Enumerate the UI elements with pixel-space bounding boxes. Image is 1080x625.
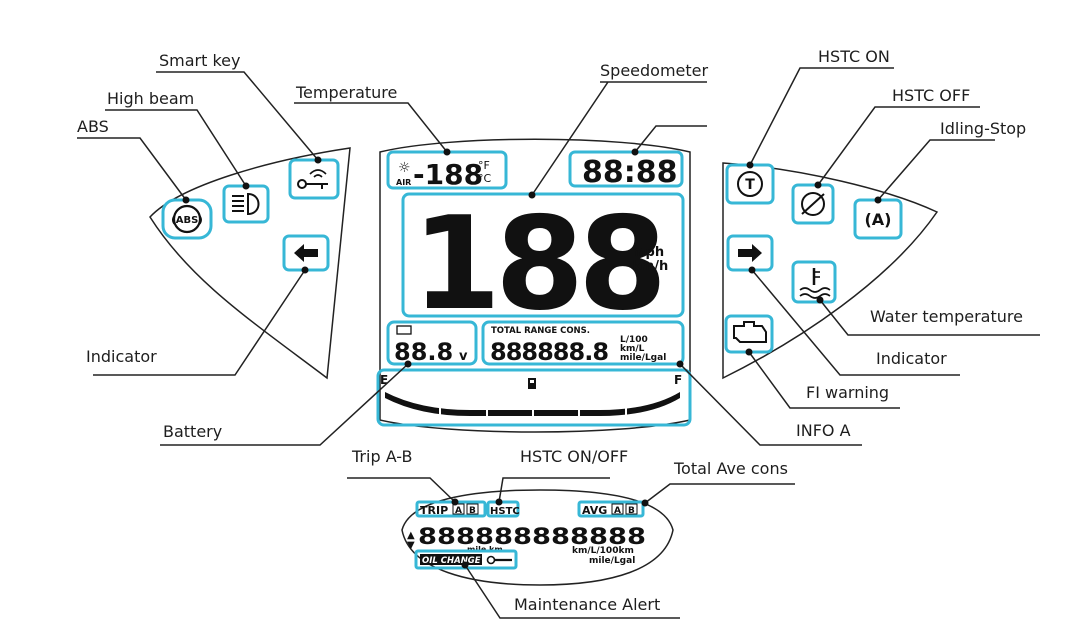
- label-trip-ab: Trip A-B: [351, 447, 412, 466]
- avg-b: B: [628, 506, 635, 516]
- smart-key-icon: [288, 158, 340, 200]
- label-high-beam: High beam: [107, 89, 194, 108]
- trip-a-box: [452, 503, 465, 515]
- idling-stop-icon: (A): [853, 198, 903, 240]
- leader-lines: [77, 67, 1040, 619]
- fuel-box: [376, 368, 692, 427]
- label-battery: Battery: [163, 422, 222, 441]
- speed-box: [401, 192, 685, 318]
- bottom-unit-1: km/L/100km: [572, 546, 634, 556]
- right-pod-outline: [722, 162, 939, 380]
- bottom-digits: 888888888888: [418, 525, 646, 550]
- bottom-display-outline: [401, 489, 674, 586]
- trip-b-box: [466, 503, 479, 515]
- svg-text:T: T: [745, 177, 755, 193]
- hstc-off-icon: [791, 183, 835, 225]
- air-label: AIR: [396, 178, 411, 187]
- high-beam-icon: [222, 184, 270, 224]
- label-temperature: Temperature: [295, 83, 397, 102]
- sun-icon: ☼: [398, 160, 411, 176]
- trip-label: TRIP: [420, 504, 448, 517]
- abs-icon: (ABS): [161, 198, 213, 240]
- battery-value: 88.8: [394, 338, 453, 366]
- label-water-temperature: Water temperature: [870, 307, 1023, 326]
- bottom-unit-2: mile/Lgal: [589, 556, 635, 566]
- label-info-a: INFO A: [796, 421, 851, 440]
- fuel-gauge-bar: [385, 392, 680, 418]
- trip-box: [415, 500, 487, 518]
- info-unit-2: km/L: [620, 344, 645, 354]
- label-maintenance-alert: Maintenance Alert: [514, 595, 660, 614]
- label-hstc-on-off: HSTC ON/OFF: [520, 447, 628, 466]
- temp-unit-f: °F: [478, 159, 490, 172]
- hstc-box: [486, 500, 520, 518]
- fuel-e: E: [380, 373, 388, 387]
- clock-box: [568, 150, 684, 188]
- label-idling-stop: Idling-Stop: [940, 119, 1026, 138]
- oil-change-label: OIL CHANGE: [422, 556, 481, 566]
- avg-a-box: [611, 503, 624, 515]
- info-digits: 888888.8: [490, 338, 608, 366]
- hstc-on-icon: T: [725, 163, 775, 205]
- right-indicator-icon: [726, 234, 774, 272]
- label-smart-key: Smart key: [159, 51, 241, 70]
- svg-text:(ABS): (ABS): [171, 215, 203, 226]
- label-hstc-on: HSTC ON: [818, 47, 890, 66]
- label-indicator-left: Indicator: [86, 347, 157, 366]
- avg-a: A: [614, 506, 621, 516]
- water-temperature-icon: [791, 260, 837, 304]
- speed-unit-kmh: km/h: [632, 259, 668, 274]
- hstc-label: HSTC: [490, 506, 520, 517]
- temp-digits: -188: [413, 158, 483, 191]
- fi-warning-icon: [724, 314, 774, 354]
- scroll-arrows-icon: ▲: [407, 530, 415, 541]
- avg-label: AVG: [582, 504, 607, 517]
- label-abs: ABS: [77, 117, 109, 136]
- trip-b: B: [469, 506, 476, 516]
- info-header: TOTAL RANGE CONS.: [491, 326, 590, 336]
- speed-digits: 188: [412, 190, 661, 339]
- info-unit-1: L/100: [620, 335, 648, 345]
- avg-box: [577, 500, 645, 518]
- label-hstc-off: HSTC OFF: [892, 86, 970, 105]
- leader-dots: [182, 148, 882, 569]
- oil-change-fill: [420, 554, 482, 565]
- battery-icon: [396, 325, 412, 335]
- left-pod-outline: [149, 147, 351, 380]
- battery-box: [386, 320, 478, 366]
- speed-unit-mph: mph: [632, 245, 664, 260]
- fuel-f: F: [674, 373, 682, 387]
- label-indicator-right: Indicator: [876, 349, 947, 368]
- temp-unit-c: °C: [478, 172, 492, 185]
- label-fi-warning: FI warning: [806, 383, 889, 402]
- info-unit-3: mile/Lgal: [620, 353, 666, 363]
- info-box: [481, 320, 685, 366]
- svg-text:(A): (A): [864, 210, 891, 229]
- clock-digits: 88:88: [582, 155, 678, 190]
- wrench-icon: [486, 555, 512, 565]
- scroll-arrows-icon-down: ▼: [407, 540, 415, 551]
- trip-a: A: [455, 506, 462, 516]
- battery-unit: v: [459, 349, 468, 364]
- avg-b-box: [625, 503, 638, 515]
- fuel-pump-icon: [528, 378, 536, 389]
- left-indicator-icon: [282, 234, 330, 272]
- label-total-ave-cons: Total Ave cons: [673, 459, 788, 478]
- label-speedometer: Speedometer: [600, 61, 708, 80]
